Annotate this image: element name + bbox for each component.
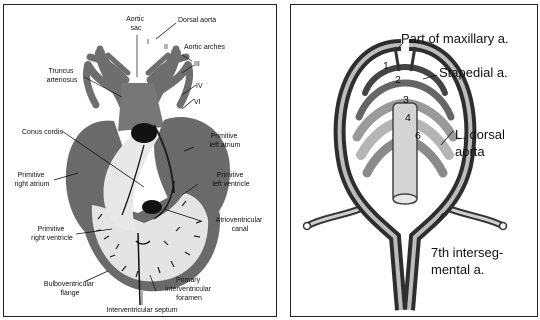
- truncus-opening: [131, 123, 157, 143]
- label-maxillary-artery: Part of maxillary a.: [401, 31, 509, 46]
- label-stapedial-artery: Stapedial a.: [439, 65, 508, 80]
- av-canal-opening: [142, 200, 162, 214]
- heart-diagram: Aortic sac Dorsal aorta I II Aortic arch…: [4, 5, 276, 316]
- arch-number-2: 2: [395, 74, 401, 86]
- arch-number-3: 3: [403, 94, 409, 106]
- label-interventricular-septum: Interventricular septum: [106, 307, 177, 314]
- label-primitive-right-atrium: Primitive right atrium: [14, 172, 49, 188]
- label-bulboventricular-flange: Bulboventricular flange: [44, 281, 96, 297]
- label-arch-i: I: [147, 39, 149, 46]
- arch-number-1: 1: [383, 60, 389, 72]
- heart-diagram-panel: Aortic sac Dorsal aorta I II Aortic arch…: [3, 4, 277, 317]
- arch-number-6: 6: [415, 130, 421, 142]
- label-arch-iv: IV: [196, 83, 203, 90]
- arch-number-4: 4: [405, 112, 411, 124]
- label-dorsal-aorta: Dorsal aorta: [178, 17, 216, 24]
- label-arch-iii: III: [194, 61, 200, 68]
- aortic-arch-diagram-panel: 1 2 3 4 6 Part of maxillary a. Stapedial…: [290, 4, 538, 317]
- label-conus-cordis: Conus cordis: [22, 129, 63, 136]
- label-dorsal-aorta: L. dorsal aorta: [455, 127, 509, 159]
- aortic-arch-diagram: 1 2 3 4 6 Part of maxillary a. Stapedial…: [291, 5, 537, 316]
- label-aortic-sac: Aortic sac: [126, 16, 146, 32]
- label-truncus-arteriosus: Truncus arteriosus: [47, 68, 78, 84]
- intersegmental-arteries: [309, 207, 501, 225]
- label-primitive-right-ventricle: Primitive right ventricle: [31, 226, 73, 242]
- label-intersegmental-artery: 7th interseg- mental a.: [431, 245, 507, 277]
- label-aortic-arches: Aortic arches: [184, 44, 225, 51]
- label-arch-ii: II: [164, 44, 168, 51]
- label-arch-vi: VI: [194, 99, 201, 106]
- label-atrioventricular-canal: Atrioventricular canal: [216, 217, 265, 233]
